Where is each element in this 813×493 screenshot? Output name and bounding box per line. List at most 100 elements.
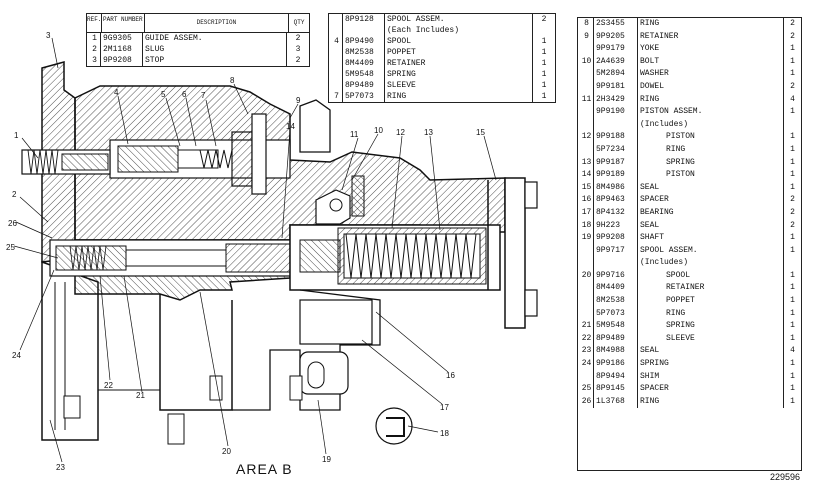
cell-qty: 1 xyxy=(790,396,795,406)
cell-part: 9H223 xyxy=(594,219,638,233)
cell-desc: SEAL xyxy=(638,345,784,359)
cell-qty: 1 xyxy=(790,308,795,318)
parts-table-a: REF. NO. PART NUMBER DESCRIPTION QTY 19G… xyxy=(86,13,310,67)
cell-desc: GUIDE ASSEM. xyxy=(143,33,287,44)
cell-part: 5P7073 xyxy=(594,307,638,321)
cell-ref: 20 xyxy=(578,269,594,283)
cell-part: 8P9490 xyxy=(343,36,385,47)
cell-ref: 11 xyxy=(578,93,594,107)
callout-6: 6 xyxy=(182,90,187,99)
callout-14: 14 xyxy=(286,122,295,131)
cell-part: 9P9208 xyxy=(101,55,143,66)
cell-qty: 2 xyxy=(541,15,547,24)
cell-part: 9P9181 xyxy=(594,80,638,94)
cell-part: 5M2894 xyxy=(594,68,638,81)
callout-26: 26 xyxy=(8,219,17,228)
cell-ref: 1 xyxy=(87,33,101,44)
header-part: PART NUMBER xyxy=(102,14,145,32)
callout-11: 11 xyxy=(350,130,359,139)
cell-part: 9P9717 xyxy=(594,244,638,258)
cell-part: 8M4409 xyxy=(343,58,385,69)
cell-qty: 1 xyxy=(790,359,795,369)
cell-ref: 23 xyxy=(578,345,594,359)
cell-qty: 1 xyxy=(790,69,795,79)
cell-ref xyxy=(578,307,594,321)
area-label: AREA B xyxy=(236,461,293,477)
cell-ref: 13 xyxy=(578,156,594,170)
cell-ref xyxy=(329,25,343,36)
callout-1: 1 xyxy=(14,131,19,140)
cell-ref xyxy=(329,69,343,80)
cell-ref xyxy=(329,58,343,69)
cell-ref xyxy=(578,68,594,81)
cell-desc: RING xyxy=(638,93,784,107)
cell-ref: 7 xyxy=(329,91,343,102)
callout-19: 19 xyxy=(322,455,331,464)
callout-22: 22 xyxy=(104,381,113,390)
cell-ref xyxy=(329,14,343,25)
cell-qty: 1 xyxy=(790,182,795,192)
cell-ref: 14 xyxy=(578,169,594,182)
cell-part: 5M9548 xyxy=(343,69,385,80)
callout-24: 24 xyxy=(12,351,21,360)
cell-qty: 1 xyxy=(541,92,547,101)
cell-qty: 1 xyxy=(790,384,795,394)
cell-part: 8P9463 xyxy=(594,194,638,207)
cell-part: 9P9208 xyxy=(594,232,638,245)
cell-part: 9P9190 xyxy=(594,106,638,119)
cell-desc: SEAL xyxy=(638,219,784,233)
cell-desc: SLEEVE xyxy=(638,332,784,346)
cell-desc: WASHER xyxy=(638,68,784,81)
cell-desc: SPOOL ASSEM. xyxy=(638,244,784,258)
cell-ref xyxy=(578,282,594,296)
callout-21: 21 xyxy=(136,391,145,400)
cell-part: 5P7073 xyxy=(343,91,385,102)
cell-ref: 26 xyxy=(578,395,594,409)
callout-10: 10 xyxy=(374,126,383,135)
callout-23: 23 xyxy=(56,463,65,472)
callout-20: 20 xyxy=(222,447,231,456)
cell-qty: 1 xyxy=(790,245,795,255)
cell-qty: 1 xyxy=(790,144,795,154)
cell-qty: 2 xyxy=(790,195,795,205)
cell-desc: POPPET xyxy=(385,47,533,58)
cell-part: 9P9186 xyxy=(594,358,638,371)
cell-ref xyxy=(578,118,594,132)
cell-desc: DOWEL xyxy=(638,80,784,94)
cell-desc: PISTON xyxy=(638,169,784,182)
callout-15: 15 xyxy=(476,128,485,137)
cell-part: 8M4988 xyxy=(594,345,638,359)
cell-desc: PISTON ASSEM. xyxy=(638,106,784,119)
cell-qty: 2 xyxy=(790,207,795,217)
callout-4: 4 xyxy=(114,88,119,97)
cell-part: 8M2538 xyxy=(594,295,638,308)
cell-qty: 1 xyxy=(790,296,795,306)
cell-desc: SEAL xyxy=(638,181,784,195)
cell-qty: 1 xyxy=(790,321,795,331)
callout-13: 13 xyxy=(424,128,433,137)
cell-part: 9P9189 xyxy=(594,169,638,182)
cell-ref xyxy=(578,43,594,56)
cell-qty: 1 xyxy=(541,48,547,57)
cell-desc: BOLT xyxy=(638,55,784,69)
cell-part: 9P9716 xyxy=(594,269,638,283)
cell-qty: 4 xyxy=(790,94,795,104)
cell-part: 8P9489 xyxy=(343,80,385,91)
